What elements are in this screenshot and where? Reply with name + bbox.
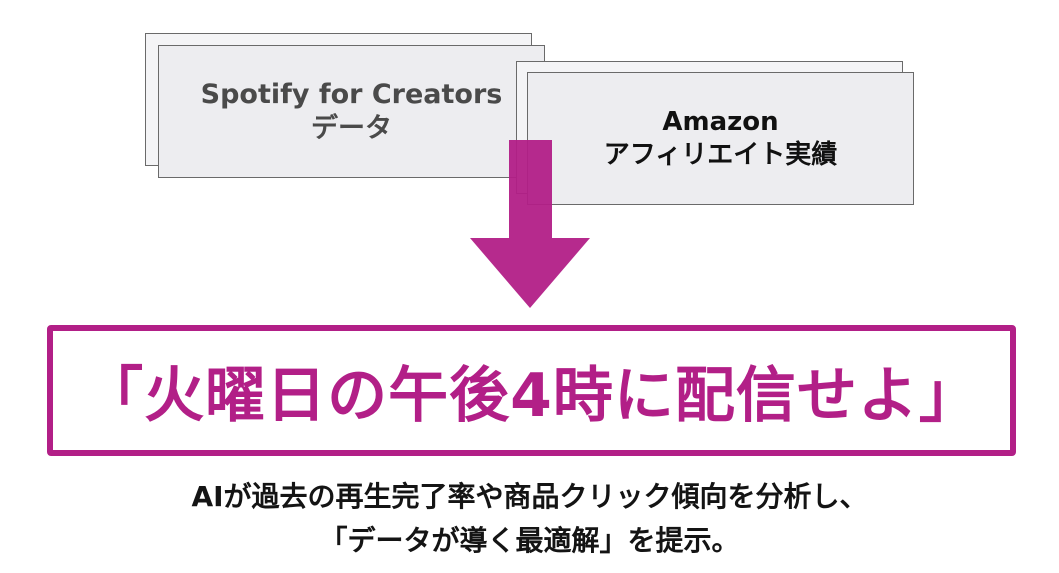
caption-line-2: 「データが導く最適解」を提示。 [319, 524, 740, 557]
caption: AIが過去の再生完了率や商品クリック傾向を分析し、 「データが導く最適解」を提示… [0, 475, 1059, 563]
source-card-spotify-line-2: データ [311, 112, 392, 144]
result-box: 「火曜日の午後4時に配信せよ」 [47, 325, 1016, 456]
source-card-amazon [527, 72, 914, 205]
source-card-spotify-line-1: Spotify for Creators [200, 78, 503, 110]
down-arrow-shape [470, 140, 590, 308]
source-card-amazon-label: Amazon アフィリエイト実績 [527, 72, 914, 205]
result-text: 「火曜日の午後4時に配信せよ」 [83, 361, 980, 431]
source-card-spotify-label: Spotify for Creators データ [158, 45, 545, 178]
caption-line-1: AIが過去の再生完了率や商品クリック傾向を分析し、 [191, 480, 868, 513]
source-card-amazon-line-1: Amazon [662, 107, 779, 137]
source-card-spotify [158, 45, 545, 178]
source-card-amazon-line-2: アフィリエイト実績 [603, 139, 838, 170]
